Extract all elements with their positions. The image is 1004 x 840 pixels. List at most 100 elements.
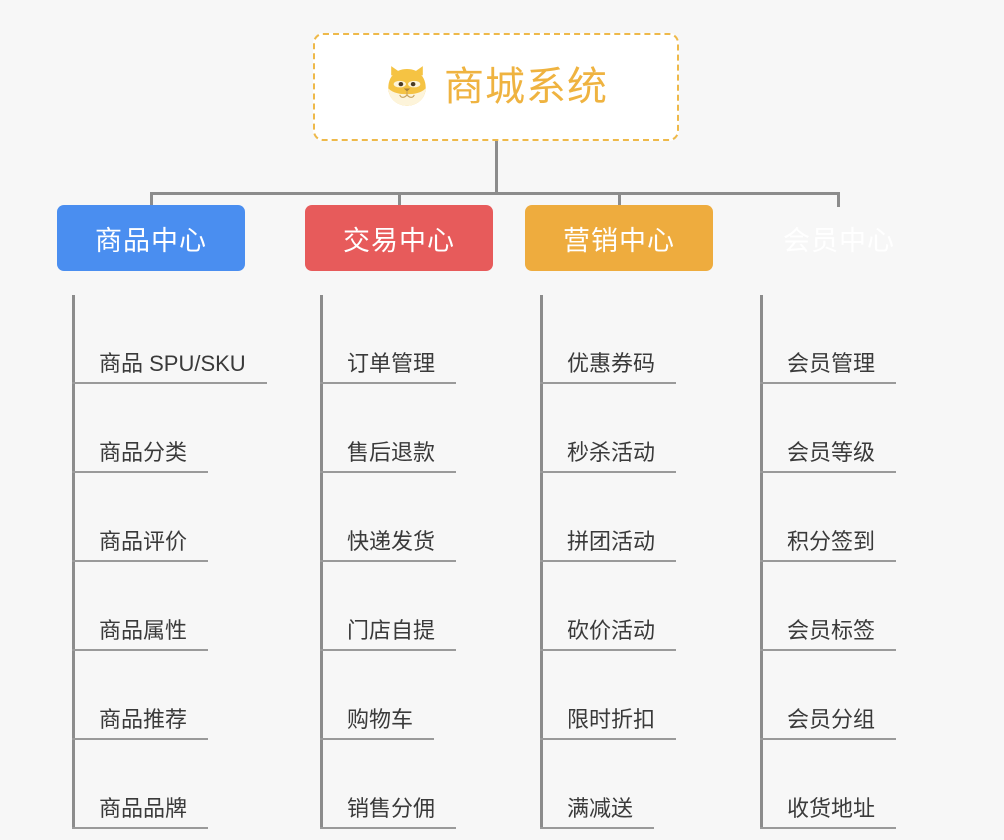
category-header-4[interactable]: 会员中心: [745, 205, 933, 271]
branch-items-2: 订单管理 售后退款 快递发货 门店自提 购物车 销售分佣: [305, 295, 493, 829]
leaf-label: 拼团活动: [567, 528, 656, 554]
leaf-underline: [320, 827, 456, 829]
connector-root-stem: [495, 141, 498, 193]
leaf-underline: [320, 560, 456, 562]
leaf-label: 商品推荐: [99, 706, 188, 732]
leaf-underline: [72, 827, 208, 829]
branch-column-1: 商品中心 商品 SPU/SKU 商品分类 商品评价 商品属性 商品推荐: [57, 205, 267, 829]
category-header-1-label: 商品中心: [95, 225, 207, 256]
category-header-1[interactable]: 商品中心: [57, 205, 245, 271]
leaf-label: 收货地址: [787, 795, 876, 821]
connector-horizontal-bus: [150, 192, 840, 195]
leaf-label: 商品分类: [99, 439, 188, 465]
leaf-underline: [72, 471, 208, 473]
connector-drop-2: [398, 192, 401, 207]
list-item[interactable]: 商品推荐: [72, 651, 245, 740]
leaf-label: 购物车: [347, 706, 414, 732]
list-item[interactable]: 门店自提: [320, 562, 493, 651]
leaf-underline: [760, 827, 896, 829]
leaf-underline: [320, 738, 434, 740]
list-item[interactable]: 砍价活动: [540, 562, 713, 651]
category-header-3-label: 营销中心: [563, 225, 675, 256]
leaf-underline: [72, 560, 208, 562]
leaf-label: 销售分佣: [347, 795, 436, 821]
leaf-label: 会员等级: [787, 439, 876, 465]
leaf-label: 商品品牌: [99, 795, 188, 821]
list-item[interactable]: 商品属性: [72, 562, 245, 651]
leaf-underline: [760, 382, 896, 384]
leaf-label: 秒杀活动: [567, 439, 656, 465]
list-item[interactable]: 拼团活动: [540, 473, 713, 562]
leaf-label: 快递发货: [347, 528, 436, 554]
leaf-underline: [760, 560, 896, 562]
list-item[interactable]: 售后退款: [320, 384, 493, 473]
list-item[interactable]: 订单管理: [320, 295, 493, 384]
leaf-label: 限时折扣: [567, 706, 656, 732]
list-item[interactable]: 会员分组: [760, 651, 933, 740]
connector-drop-1: [150, 192, 153, 207]
leaf-underline: [320, 382, 456, 384]
leaf-underline: [760, 649, 896, 651]
leaf-label: 会员标签: [787, 617, 876, 643]
list-item[interactable]: 购物车: [320, 651, 493, 740]
leaf-underline: [320, 471, 456, 473]
category-header-2-label: 交易中心: [343, 225, 455, 256]
list-item[interactable]: 商品评价: [72, 473, 245, 562]
category-header-4-label: 会员中心: [783, 225, 895, 256]
branch-column-3: 营销中心 优惠券码 秒杀活动 拼团活动 砍价活动 限时折扣: [525, 205, 713, 829]
root-title: 商城系统: [444, 65, 608, 109]
leaf-underline: [320, 649, 456, 651]
branch-column-2: 交易中心 订单管理 售后退款 快递发货 门店自提 购物车: [305, 205, 493, 829]
list-item[interactable]: 会员管理: [760, 295, 933, 384]
list-item[interactable]: 快递发货: [320, 473, 493, 562]
list-item[interactable]: 销售分佣: [320, 740, 493, 829]
list-item[interactable]: 收货地址: [760, 740, 933, 829]
branch-trunk-2: [320, 295, 323, 829]
root-node[interactable]: 商城系统: [313, 33, 679, 141]
shiba-dog-face-icon: [388, 66, 426, 106]
list-item[interactable]: 会员标签: [760, 562, 933, 651]
list-item[interactable]: 秒杀活动: [540, 384, 713, 473]
connector-drop-4: [837, 192, 840, 207]
list-item[interactable]: 会员等级: [760, 384, 933, 473]
branch-trunk-4: [760, 295, 763, 829]
leaf-underline: [540, 560, 676, 562]
list-item[interactable]: 商品品牌: [72, 740, 245, 829]
leaf-underline: [540, 738, 676, 740]
list-item[interactable]: 积分签到: [760, 473, 933, 562]
branch-items-3: 优惠券码 秒杀活动 拼团活动 砍价活动 限时折扣 满减送: [525, 295, 713, 829]
leaf-underline: [72, 382, 267, 384]
category-header-3[interactable]: 营销中心: [525, 205, 713, 271]
leaf-label: 商品属性: [99, 617, 188, 643]
leaf-label: 满减送: [567, 795, 634, 821]
branch-items-1: 商品 SPU/SKU 商品分类 商品评价 商品属性 商品推荐 商品品牌: [57, 295, 267, 829]
leaf-underline: [760, 471, 896, 473]
leaf-label: 会员管理: [787, 350, 876, 376]
list-item[interactable]: 满减送: [540, 740, 713, 829]
branch-trunk-3: [540, 295, 543, 829]
branch-trunk-1: [72, 295, 75, 829]
branch-column-4: 会员中心 会员管理 会员等级 积分签到 会员标签 会员分组: [745, 205, 933, 829]
leaf-underline: [72, 649, 208, 651]
leaf-label: 商品评价: [99, 528, 188, 554]
leaf-label: 会员分组: [787, 706, 876, 732]
leaf-label: 砍价活动: [567, 617, 656, 643]
category-header-2[interactable]: 交易中心: [305, 205, 493, 271]
connector-drop-3: [618, 192, 621, 207]
leaf-underline: [540, 382, 676, 384]
list-item[interactable]: 优惠券码: [540, 295, 713, 384]
leaf-underline: [540, 827, 654, 829]
leaf-label: 优惠券码: [567, 350, 656, 376]
list-item[interactable]: 商品 SPU/SKU: [72, 295, 267, 384]
leaf-label: 门店自提: [347, 617, 436, 643]
leaf-label: 售后退款: [347, 439, 436, 465]
list-item[interactable]: 限时折扣: [540, 651, 713, 740]
leaf-label: 订单管理: [347, 350, 436, 376]
leaf-label: 积分签到: [787, 528, 876, 554]
leaf-underline: [760, 738, 896, 740]
list-item[interactable]: 商品分类: [72, 384, 245, 473]
leaf-underline: [540, 649, 676, 651]
leaf-underline: [72, 738, 208, 740]
leaf-label: 商品 SPU/SKU: [99, 350, 246, 376]
